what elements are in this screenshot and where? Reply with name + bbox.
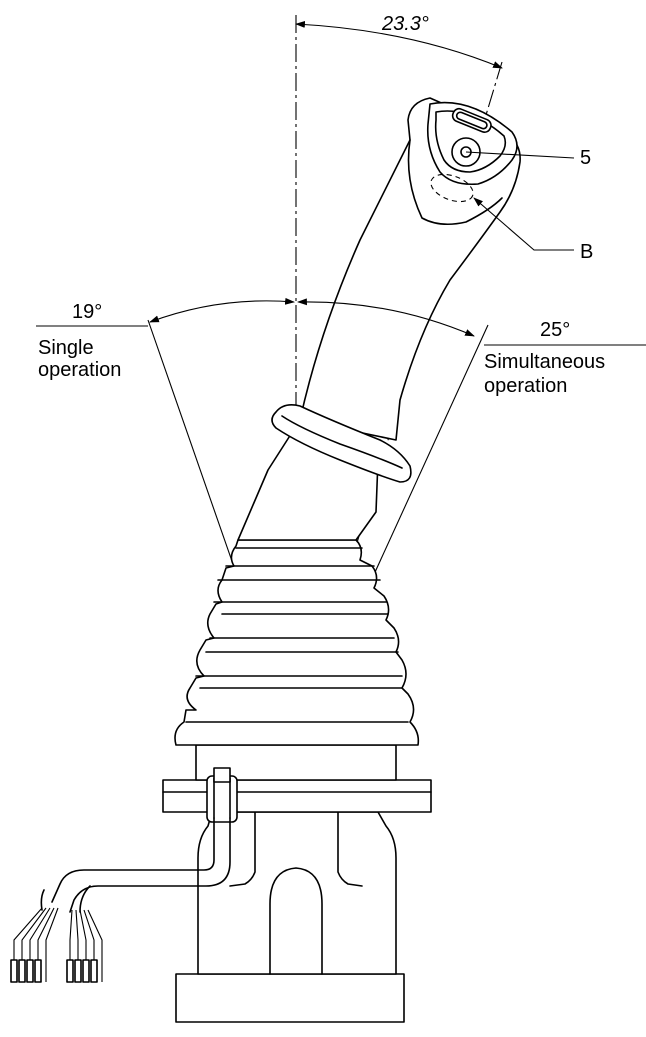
callout-b-leader — [473, 197, 574, 251]
wire-ends-left — [10, 907, 59, 983]
simultaneous-operation-label-line1: Simultaneous — [484, 351, 605, 373]
mounting-flange — [162, 779, 432, 813]
button-b-hidden — [430, 173, 474, 203]
single-operation-label-line1: Single — [38, 337, 94, 359]
single-operation-label-line2: operation — [38, 359, 121, 381]
single-angle-label: 19° — [72, 301, 102, 323]
lever-collar — [271, 404, 412, 483]
callout-b-label: B — [580, 241, 593, 263]
lower-housing — [197, 811, 397, 975]
tilt-angle-label: 23.3° — [381, 13, 429, 35]
simultaneous-operation-label-line2: operation — [484, 375, 567, 397]
cable-grommet — [206, 767, 238, 823]
simultaneous-angle-arc — [297, 298, 475, 337]
base-foot — [175, 973, 405, 1023]
single-angle-arc — [149, 297, 295, 323]
callout-5-label: 5 — [580, 147, 591, 169]
rubber-bellows — [174, 539, 420, 746]
wire-ends-right — [66, 909, 103, 983]
simultaneous-angle-label: 25° — [540, 319, 570, 341]
tilt-angle-arc — [295, 21, 503, 69]
callout-5-leader — [465, 151, 575, 159]
